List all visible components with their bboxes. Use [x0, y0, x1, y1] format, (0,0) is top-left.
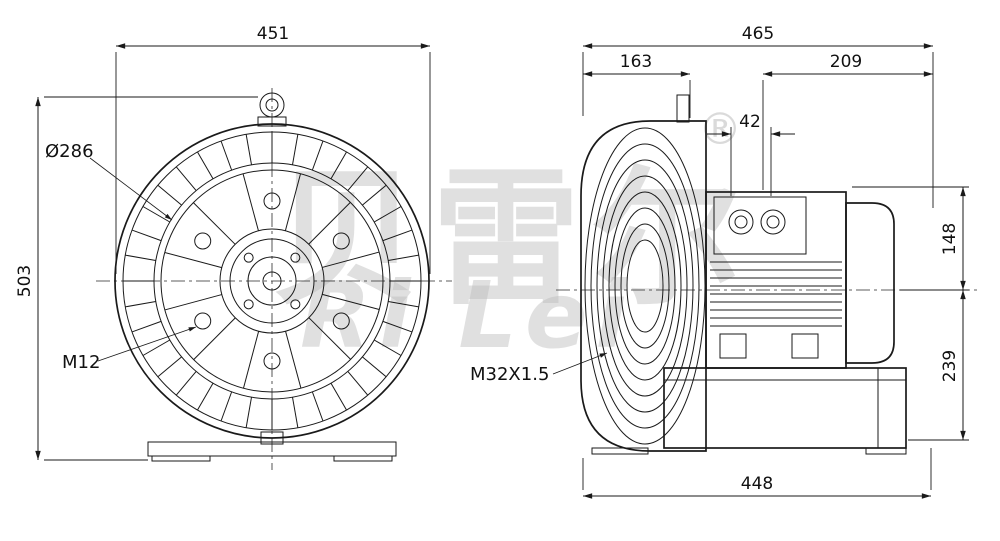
side-view: 465 163 209 42	[470, 24, 978, 499]
junction-block-left	[719, 333, 747, 359]
label-m12-thread: M12	[62, 326, 197, 373]
inlet-stub	[676, 94, 690, 123]
dim-text-lower-height: 239	[940, 350, 960, 382]
fan-guard-spokes	[164, 173, 380, 389]
dim-side-lower-height: 239	[908, 290, 969, 441]
dim-text-motor-length: 209	[830, 52, 862, 72]
front-mounting-feet	[147, 431, 397, 462]
dim-text-housing-length: 163	[620, 52, 652, 72]
dim-side-total-length: 465	[582, 24, 934, 208]
dim-text-base-length: 448	[741, 474, 773, 494]
label-text-m32: M32X1.5	[470, 364, 549, 385]
label-text-diameter: Ø286	[45, 141, 94, 162]
dim-text-front-height: 503	[15, 265, 35, 297]
lifting-eye	[257, 92, 287, 127]
terminal-box	[713, 196, 807, 255]
motor-cooling-fins	[710, 261, 842, 327]
dim-side-housing-length: 163	[583, 52, 691, 118]
dim-side-base-length: 448	[582, 448, 932, 499]
dim-text-total-length: 465	[742, 24, 774, 44]
cable-gland-left	[728, 209, 754, 235]
dim-side-motor-length: 209	[762, 52, 933, 190]
dim-side-upper-height: 148	[852, 186, 969, 291]
dim-front-height: 503	[15, 96, 258, 461]
junction-block-right	[791, 333, 819, 359]
bolt-holes	[194, 192, 350, 370]
motor-body	[705, 191, 847, 369]
motor-end-cap	[845, 202, 895, 364]
watermark-cjk-text: 贝雷尔	[272, 153, 752, 325]
watermark-latin-text: Ri Lei	[300, 262, 635, 369]
dim-text-gland-spacing: 42	[739, 112, 761, 132]
label-text-m12: M12	[62, 352, 100, 373]
side-base	[591, 367, 907, 455]
dim-text-front-width: 451	[257, 24, 289, 44]
front-view: 451 503 Ø286 M12	[15, 24, 452, 470]
dim-front-width: 451	[115, 24, 431, 274]
label-m32-thread: M32X1.5	[470, 352, 608, 385]
housing-fin-arcs	[584, 127, 706, 445]
fan-guard-ribs	[123, 132, 421, 430]
dim-text-upper-height: 148	[940, 223, 960, 255]
cable-gland-right	[760, 209, 786, 235]
dim-gland-spacing: 42	[707, 112, 795, 196]
label-diameter: Ø286	[45, 141, 173, 221]
